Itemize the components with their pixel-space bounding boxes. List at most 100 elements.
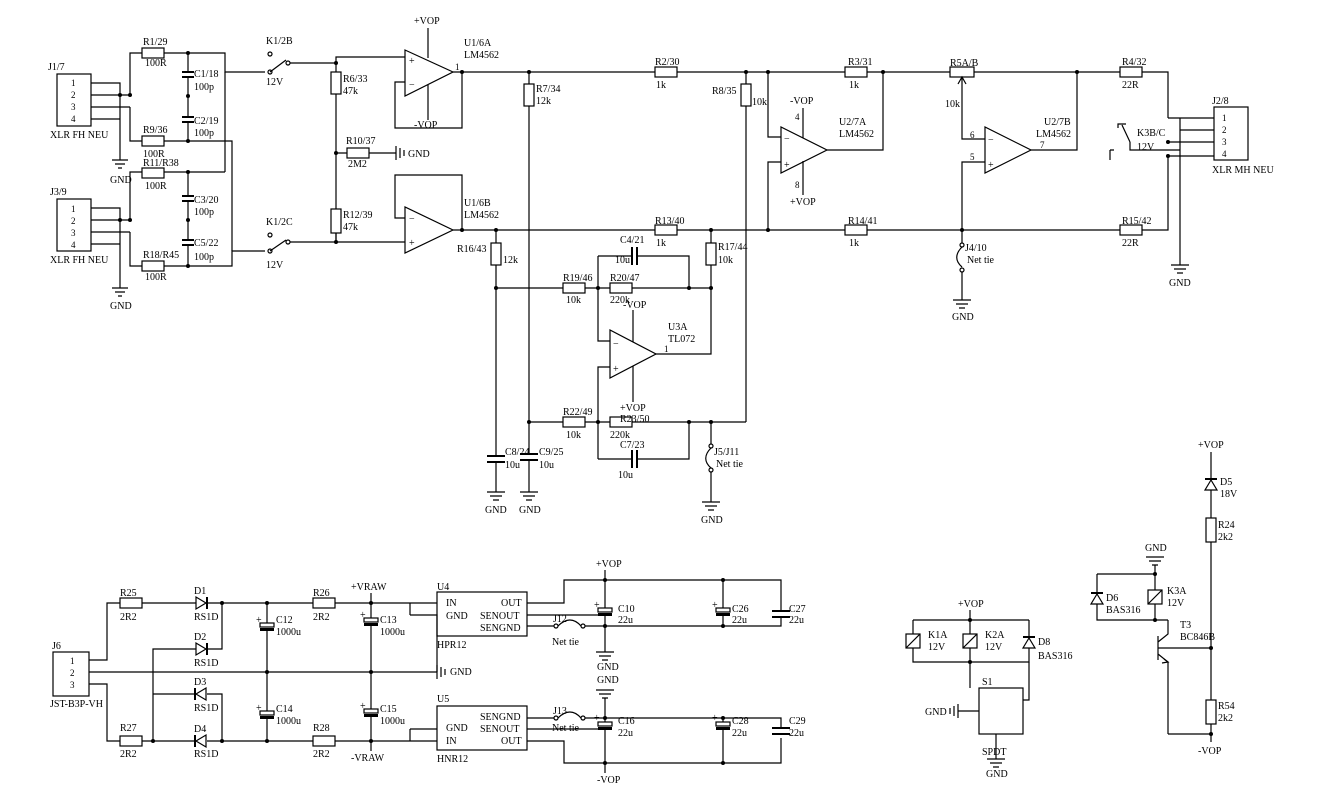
capacitor-c10: + C10 22u: [594, 600, 635, 626]
svg-text:+: +: [784, 160, 790, 171]
regulator-u4: U4 IN GND OUT SENOUT SENGND HPR12: [436, 582, 528, 651]
resistor-r26: R26 2R2: [312, 588, 336, 623]
svg-text:22u: 22u: [789, 728, 804, 739]
svg-text:GND: GND: [597, 662, 619, 673]
svg-text:10k: 10k: [566, 295, 581, 306]
svg-text:12V: 12V: [985, 642, 1003, 653]
capacitor-c12: + C12 1000u: [256, 615, 301, 638]
svg-text:1k: 1k: [849, 80, 859, 91]
svg-text:TL072: TL072: [668, 334, 695, 345]
net-tie-j4: J4/10 Net tie: [956, 242, 994, 273]
capacitor-c13: + C13 1000u: [360, 610, 405, 638]
svg-text:R5A/B: R5A/B: [950, 58, 979, 69]
svg-text:R4/32: R4/32: [1122, 57, 1146, 68]
resistor-r11: R11/R38 100R: [141, 158, 179, 192]
opamp-u3a: − + 1 U3A TL072: [609, 322, 695, 379]
relay-coil-k1a: K1A 12V: [905, 630, 948, 653]
svg-text:U4: U4: [437, 582, 449, 593]
svg-text:C28: C28: [732, 716, 749, 727]
resistor-r6: R6/33 47k: [330, 71, 367, 97]
svg-text:22R: 22R: [1122, 80, 1139, 91]
resistor-r24: R24 2k2: [1205, 517, 1235, 543]
svg-text:10u: 10u: [505, 460, 520, 471]
resistor-r27: R27 2R2: [119, 723, 143, 760]
svg-text:K1/2C: K1/2C: [266, 217, 293, 228]
connector-j6: J6 1 2 3 JST-B3P-VH: [50, 641, 103, 710]
connector-j3: J3/9 1 2 3 4 XLR FH NEU: [50, 187, 109, 266]
svg-text:J4/10: J4/10: [965, 243, 987, 254]
svg-text:5: 5: [970, 152, 975, 162]
svg-text:4: 4: [71, 114, 76, 124]
svg-text:12k: 12k: [536, 96, 551, 107]
svg-text:220k: 220k: [610, 295, 630, 306]
svg-text:+VOP: +VOP: [790, 197, 816, 208]
svg-text:J13: J13: [553, 706, 567, 717]
svg-text:R9/36: R9/36: [143, 125, 167, 136]
svg-text:K1/2B: K1/2B: [266, 36, 293, 47]
svg-text:2R2: 2R2: [120, 749, 137, 760]
resistor-r15: R15/42 22R: [1119, 216, 1151, 249]
svg-text:R19/46: R19/46: [563, 273, 592, 284]
capacitor-c26: + C26 22u: [712, 600, 749, 626]
svg-text:+VOP: +VOP: [620, 403, 646, 414]
capacitor-c7: C7/23 10u: [618, 440, 644, 481]
svg-text:-VOP: -VOP: [414, 120, 438, 131]
svg-text:+VOP: +VOP: [414, 16, 440, 27]
svg-text:GND: GND: [597, 675, 619, 686]
svg-text:47k: 47k: [343, 86, 358, 97]
svg-text:6: 6: [970, 130, 975, 140]
svg-text:−: −: [409, 80, 415, 91]
svg-text:+: +: [360, 610, 366, 621]
svg-text:-VOP: -VOP: [790, 96, 814, 107]
svg-text:4: 4: [71, 240, 76, 250]
svg-text:10u: 10u: [615, 255, 630, 266]
resistor-r8: R8/35 10k: [712, 83, 767, 108]
svg-text:C2/19: C2/19: [194, 116, 218, 127]
svg-text:BAS316: BAS316: [1038, 651, 1072, 662]
svg-text:22u: 22u: [732, 615, 747, 626]
svg-text:D8: D8: [1038, 637, 1050, 648]
svg-text:2: 2: [71, 90, 76, 100]
svg-text:OUT: OUT: [501, 736, 522, 747]
j2-ref: J2/8: [1212, 96, 1229, 107]
svg-text:+: +: [712, 600, 718, 611]
diode-d2: D2 RS1D: [194, 632, 218, 669]
svg-text:7: 7: [1040, 140, 1045, 150]
svg-text:R25: R25: [120, 588, 137, 599]
svg-text:−: −: [988, 135, 994, 146]
svg-text:100R: 100R: [145, 181, 167, 192]
resistor-r13: R13/40 1k: [654, 216, 684, 249]
resistor-r1: R1/29 100R: [141, 37, 167, 69]
svg-text:R27: R27: [120, 723, 137, 734]
svg-text:100p: 100p: [194, 207, 214, 218]
svg-text:U5: U5: [437, 694, 449, 705]
svg-text:2: 2: [70, 668, 75, 678]
svg-text:2k2: 2k2: [1218, 713, 1233, 724]
resistor-r22: R22/49 10k: [562, 407, 592, 441]
svg-text:RS1D: RS1D: [194, 658, 218, 669]
svg-text:RS1D: RS1D: [194, 612, 218, 623]
capacitor-c4: C4/21 10u: [615, 235, 644, 266]
svg-text:GND: GND: [408, 149, 430, 160]
svg-text:R3/31: R3/31: [848, 57, 872, 68]
diode-d1: D1 RS1D: [194, 586, 218, 623]
capacitor-c27: C27 22u: [772, 604, 806, 626]
svg-text:R10/37: R10/37: [346, 136, 375, 147]
svg-text:K1A: K1A: [928, 630, 948, 641]
j6-ref: J6: [52, 641, 61, 652]
capacitor-c16: + C16 22u: [594, 713, 635, 739]
svg-text:1000u: 1000u: [380, 716, 405, 727]
svg-text:LM4562: LM4562: [464, 50, 499, 61]
svg-text:R15/42: R15/42: [1122, 216, 1151, 227]
svg-text:2M2: 2M2: [348, 159, 367, 170]
svg-text:4: 4: [795, 112, 800, 122]
svg-text:GND: GND: [519, 505, 541, 516]
diode-d8: D8 BAS316: [1021, 636, 1072, 662]
svg-text:S1: S1: [982, 677, 993, 688]
svg-text:BAS316: BAS316: [1106, 605, 1140, 616]
opamp-u2a: − + U2/7A LM4562: [780, 117, 874, 174]
svg-text:R22/49: R22/49: [563, 407, 592, 418]
opamp-u2b: − + 6 5 7 U2/7B LM4562: [970, 117, 1071, 174]
svg-text:D1: D1: [194, 586, 206, 597]
